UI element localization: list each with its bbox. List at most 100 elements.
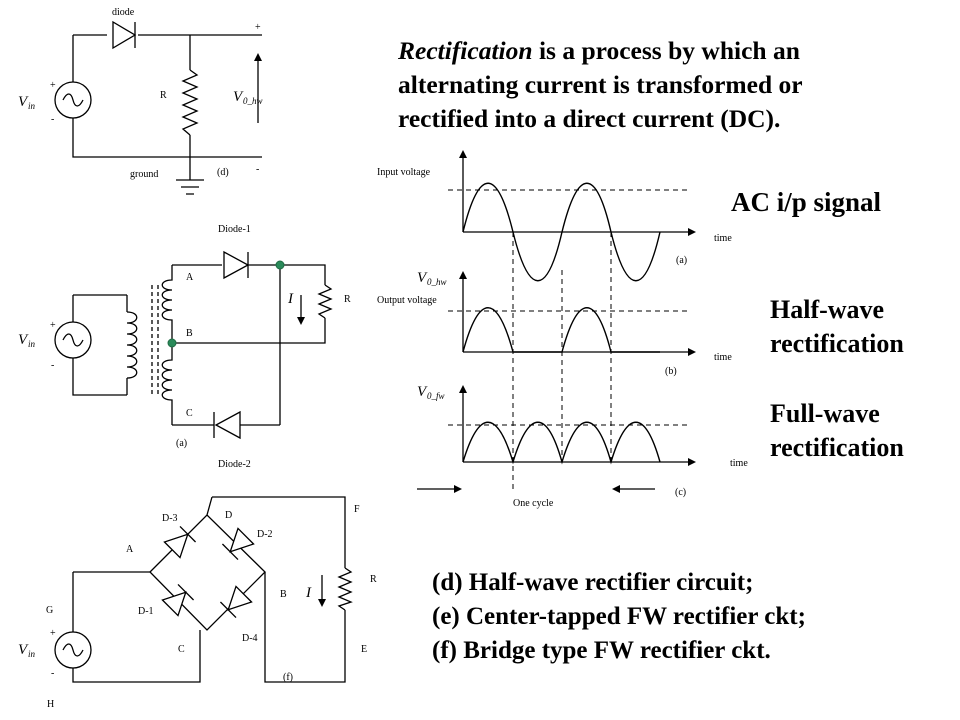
half-wave-circuit-labels: diode R ground + - + - (d) V in V 0_hw <box>18 7 263 180</box>
panel-d-label: (d) <box>217 167 229 178</box>
transformer-core-icon <box>151 285 159 395</box>
node-g-f: G <box>46 605 53 616</box>
panel-e-label: (a) <box>176 438 187 449</box>
intro-paragraph: Rectification is a process by which an a… <box>398 34 938 136</box>
diode-d-icon <box>112 20 137 50</box>
junction-node-e-top <box>275 260 285 270</box>
d3-label: D-3 <box>162 513 178 524</box>
ground-icon <box>176 179 204 195</box>
node-c-e: C <box>186 408 193 419</box>
vhw-label: V <box>417 270 428 286</box>
diode-1-e-icon <box>223 250 250 280</box>
vin-minus-d: - <box>51 114 54 125</box>
time-label-a: time <box>714 233 732 244</box>
primary-winding-icon <box>126 311 138 379</box>
secondary-lower-winding-icon <box>161 343 173 425</box>
vin-minus-f: - <box>51 668 54 679</box>
diode-1-e-label: Diode-1 <box>218 224 251 235</box>
ac-signal-label: AC i/p signal <box>731 187 882 217</box>
waveform-traces <box>462 182 661 465</box>
ac-source-d-icon <box>54 81 92 119</box>
secondary-upper-winding-icon <box>161 265 173 343</box>
half-wave-label: Half-wave rectification <box>770 293 904 361</box>
intro-line-1-rest: is a process by which an <box>532 36 800 65</box>
current-e-label: I <box>287 291 294 307</box>
fullwave-output-wave <box>462 421 661 465</box>
vin-d-label: V <box>18 94 29 110</box>
resistor-d-icon <box>181 69 199 136</box>
ac-source-e-icon <box>54 321 92 359</box>
bridge-diodes <box>161 525 255 619</box>
caption-line-2: (e) Center-tapped FW rectifier ckt; <box>432 603 806 630</box>
node-e-f: E <box>361 644 367 655</box>
vin-plus-f: + <box>50 628 56 639</box>
diode-d2-icon <box>221 527 255 561</box>
d2-label: D-2 <box>257 529 273 540</box>
diode-d1-icon <box>161 583 195 617</box>
full-wave-line-2: rectification <box>770 433 904 462</box>
panel-f-label: (f) <box>283 672 293 683</box>
center-tapped-circuit <box>54 250 333 440</box>
intro-line-1: Rectification is a process by which an <box>398 34 938 68</box>
output-voltage-label: Output voltage <box>377 295 437 306</box>
vin-f-label: V <box>18 642 29 658</box>
intro-line-3: rectified into a direct current (DC). <box>398 104 781 133</box>
vfw-sub: 0_fw <box>427 391 445 401</box>
diode-2-e-label: Diode-2 <box>218 459 251 470</box>
circuit-captions: (d) Half-wave rectifier circuit; (e) Cen… <box>432 566 806 668</box>
vout-plus-d: + <box>255 22 261 33</box>
node-f-f: F <box>354 504 360 515</box>
full-wave-line-1: Full-wave <box>770 399 880 428</box>
input-voltage-label: Input voltage <box>377 167 431 178</box>
junction-node-e-center <box>167 338 177 348</box>
time-label-c: time <box>730 458 748 469</box>
input-sine-wave <box>462 182 661 282</box>
vout-hw-d-label: V <box>233 89 244 105</box>
waveform-axes <box>459 150 696 466</box>
bridge-labels: D-3 D-2 D-1 D-4 A B C D E F G H R I + - … <box>18 504 377 710</box>
ac-source-f-icon <box>54 631 92 669</box>
half-wave-line-1: Half-wave <box>770 295 885 324</box>
resistor-f-icon <box>337 567 353 611</box>
d1-label: D-1 <box>138 606 154 617</box>
vout-hw-d-sub: 0_hw <box>243 96 263 106</box>
caption-line-1: (d) Half-wave rectifier circuit; <box>432 569 754 596</box>
resistor-f-label: R <box>370 574 377 585</box>
node-c-f: C <box>178 644 185 655</box>
vhw-sub: 0_hw <box>427 277 447 287</box>
current-f-label: I <box>305 585 312 601</box>
resistor-d-label: R <box>160 90 167 101</box>
node-a-f: A <box>126 544 134 555</box>
vin-plus-e: + <box>50 320 56 331</box>
resistor-e-label: R <box>344 294 351 305</box>
node-h-f: H <box>47 699 54 710</box>
center-tapped-labels: Diode-1 Diode-2 A B C R I + - (a) V in <box>18 224 351 470</box>
bridge-diamond <box>149 514 266 631</box>
ground-label: ground <box>130 169 158 180</box>
diode-2-e-icon <box>214 410 241 440</box>
intro-line-2: alternating current is transformed or <box>398 70 803 99</box>
diode-d-label: diode <box>112 7 135 18</box>
panel-b-label: (b) <box>665 366 677 377</box>
node-b-e: B <box>186 328 193 339</box>
resistor-e-icon <box>317 284 333 319</box>
panel-c-label: (c) <box>675 487 686 498</box>
time-label-b: time <box>714 352 732 363</box>
diode-d3-icon <box>163 525 197 559</box>
waveform-guides <box>448 189 690 492</box>
waveform-labels: Input voltage Output voltage time time t… <box>377 167 748 509</box>
halfwave-output-wave <box>462 307 660 353</box>
vin-e-label: V <box>18 332 29 348</box>
node-d-f: D <box>225 510 232 521</box>
node-b-f: B <box>280 589 287 600</box>
one-cycle-label: One cycle <box>513 498 554 509</box>
half-wave-line-2: rectification <box>770 329 904 358</box>
panel-a-label: (a) <box>676 255 687 266</box>
d4-label: D-4 <box>242 633 258 644</box>
vin-minus-e: - <box>51 360 54 371</box>
vfw-label: V <box>417 384 428 400</box>
half-wave-circuit <box>54 20 262 195</box>
intro-term: Rectification <box>398 36 533 65</box>
